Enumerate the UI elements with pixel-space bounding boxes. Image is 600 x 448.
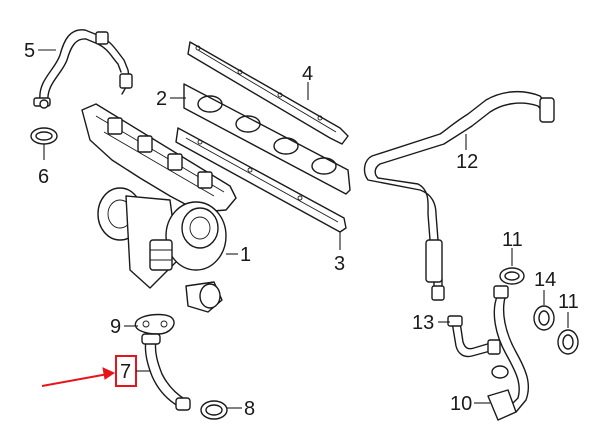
svg-text:6: 6 [38, 166, 49, 188]
callout-10: 10 [450, 393, 490, 415]
part-6-gasket [30, 127, 58, 145]
svg-text:8: 8 [244, 398, 255, 420]
red-pointer-arrow [41, 367, 116, 387]
svg-text:11: 11 [558, 291, 579, 313]
callout-2: 2 [156, 88, 186, 110]
part-11-oring-lower [557, 329, 579, 355]
svg-text:7: 7 [120, 361, 131, 383]
svg-text:10: 10 [450, 393, 472, 415]
svg-text:12: 12 [456, 151, 478, 173]
svg-text:13: 13 [412, 312, 434, 334]
part-1-turbocharger [81, 103, 237, 313]
part-3-heat-shield [175, 127, 347, 233]
callout-3: 3 [334, 232, 345, 275]
part-8-oring [200, 400, 228, 420]
callout-12: 12 [456, 134, 478, 173]
part-4-manifold-gasket [187, 41, 349, 145]
part-13-oil-feed-line [447, 315, 501, 358]
svg-text:5: 5 [24, 40, 35, 62]
part-9-flange-gasket [134, 313, 175, 335]
callout-6: 6 [38, 144, 49, 188]
svg-text:4: 4 [302, 63, 313, 85]
svg-text:2: 2 [156, 88, 167, 110]
svg-text:14: 14 [534, 269, 556, 291]
svg-text:11: 11 [502, 229, 523, 251]
svg-text:9: 9 [110, 316, 121, 338]
callout-13: 13 [412, 312, 450, 334]
part-5-coolant-line [33, 29, 133, 109]
svg-text:1: 1 [240, 244, 251, 266]
callout-11-upper: 11 [502, 229, 523, 266]
callout-11-lower: 11 [558, 291, 579, 328]
callout-8: 8 [227, 398, 255, 420]
callout-1: 1 [226, 244, 251, 266]
callout-4: 4 [302, 63, 313, 100]
svg-text:3: 3 [334, 253, 345, 275]
part-7-oil-pipe [141, 333, 191, 411]
callout-9: 9 [110, 316, 138, 338]
part-14-oring [533, 305, 555, 331]
callout-5: 5 [24, 40, 56, 62]
part-10-water-pipe [487, 285, 530, 421]
part-12-coolant-pipe [363, 90, 555, 301]
callout-7: 7 [115, 355, 150, 387]
part-11-oring-upper [499, 267, 525, 285]
part-2-exhaust-gasket [183, 83, 351, 195]
callout-14: 14 [534, 269, 556, 305]
